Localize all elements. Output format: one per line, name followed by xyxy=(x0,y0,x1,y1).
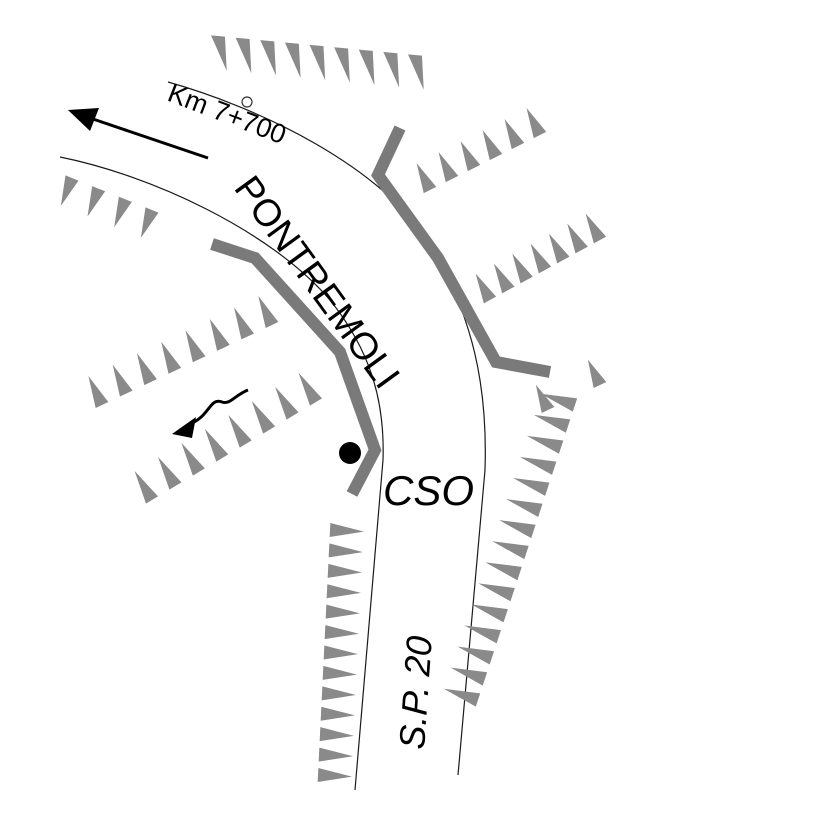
embankment-tick xyxy=(324,625,359,640)
embankment-tick xyxy=(317,768,352,782)
embankment-tick xyxy=(482,130,503,161)
flow-arrow-icon xyxy=(172,388,249,438)
embankment-tick xyxy=(157,456,182,490)
embankment-tick xyxy=(548,233,570,264)
embankment-tick xyxy=(323,645,358,660)
guardrail-left xyxy=(210,238,382,497)
road-inner-edge xyxy=(59,156,384,791)
embankment-tick xyxy=(60,175,79,206)
embankment-tick xyxy=(114,196,132,228)
junction-label: CSO xyxy=(383,467,474,514)
embankment-tick xyxy=(275,386,299,420)
embankment-tick xyxy=(322,665,357,680)
embankment-tick xyxy=(530,243,552,274)
embankment-tick xyxy=(258,296,279,328)
junction-marker-icon xyxy=(339,442,361,464)
embankment-tick xyxy=(112,364,133,397)
embankment-tick xyxy=(460,141,481,172)
embankment-tick xyxy=(506,499,543,518)
embankment-tick xyxy=(87,186,106,217)
embankment-tick xyxy=(513,478,550,496)
embankment-tick xyxy=(485,562,522,581)
embankment-tick xyxy=(464,625,501,644)
provincial-road-label: S.P. 20 xyxy=(391,635,440,751)
direction-arrow-icon xyxy=(68,108,209,160)
embankment-tick xyxy=(493,263,515,294)
embankment-tick xyxy=(326,584,361,599)
embankment-tick xyxy=(492,541,529,560)
embankment-tick xyxy=(228,414,252,448)
embankment-tick xyxy=(260,40,276,76)
embankment-tick xyxy=(526,435,564,454)
embankment-hachures xyxy=(60,35,607,782)
embankment-tick xyxy=(309,44,326,81)
embankment-tick xyxy=(526,108,547,139)
embankment-tick xyxy=(416,163,437,194)
embankment-tick xyxy=(329,523,364,537)
embankment-tick xyxy=(134,470,159,504)
embankment-tick xyxy=(181,442,205,476)
embankment-tick xyxy=(567,223,588,254)
embankment-tick xyxy=(88,376,109,408)
embankment-tick xyxy=(533,414,571,433)
embankment-tick xyxy=(512,253,533,284)
embankment-tick xyxy=(587,359,607,389)
milestone-marker-icon xyxy=(241,96,253,108)
embankment-tick xyxy=(234,307,255,340)
embankment-tick xyxy=(327,563,362,578)
embankment-tick xyxy=(140,207,159,238)
embankment-tick xyxy=(478,583,515,602)
embankment-tick xyxy=(383,51,400,88)
embankment-tick xyxy=(319,727,354,742)
embankment-tick xyxy=(136,353,157,386)
embankment-tick xyxy=(535,384,555,414)
embankment-tick xyxy=(585,213,607,244)
embankment-tick xyxy=(457,646,495,665)
embankment-tick xyxy=(504,119,525,150)
embankment-tick xyxy=(251,400,276,434)
embankment-tick xyxy=(328,543,363,558)
embankment-tick xyxy=(408,54,424,90)
embankment-tick xyxy=(499,520,536,539)
embankment-tick xyxy=(540,393,578,412)
embankment-tick xyxy=(298,372,323,406)
embankment-tick xyxy=(235,37,252,74)
guardrails xyxy=(210,125,552,497)
embankment-tick xyxy=(204,428,229,462)
embankment-tick xyxy=(185,330,206,363)
embankment-tick xyxy=(471,604,508,623)
embankment-tick xyxy=(334,47,350,83)
embankment-tick xyxy=(325,604,360,619)
embankment-tick xyxy=(284,42,301,79)
embankment-tick xyxy=(443,688,481,707)
embankment-tick xyxy=(321,686,356,701)
embankment-tick xyxy=(209,318,230,351)
embankment-tick xyxy=(161,341,182,374)
embankment-tick xyxy=(318,747,353,762)
embankment-tick xyxy=(475,273,497,304)
road-name-label: PONTREMOLI xyxy=(226,169,408,397)
guardrail-upper-right xyxy=(371,125,552,378)
embankment-tick xyxy=(211,35,227,71)
embankment-tick xyxy=(320,706,355,721)
embankment-tick xyxy=(450,667,488,686)
road-direction-label: Km 7+700 xyxy=(164,78,290,150)
embankment-tick xyxy=(438,152,459,183)
embankment-tick xyxy=(358,49,375,86)
embankment-tick xyxy=(520,456,557,475)
